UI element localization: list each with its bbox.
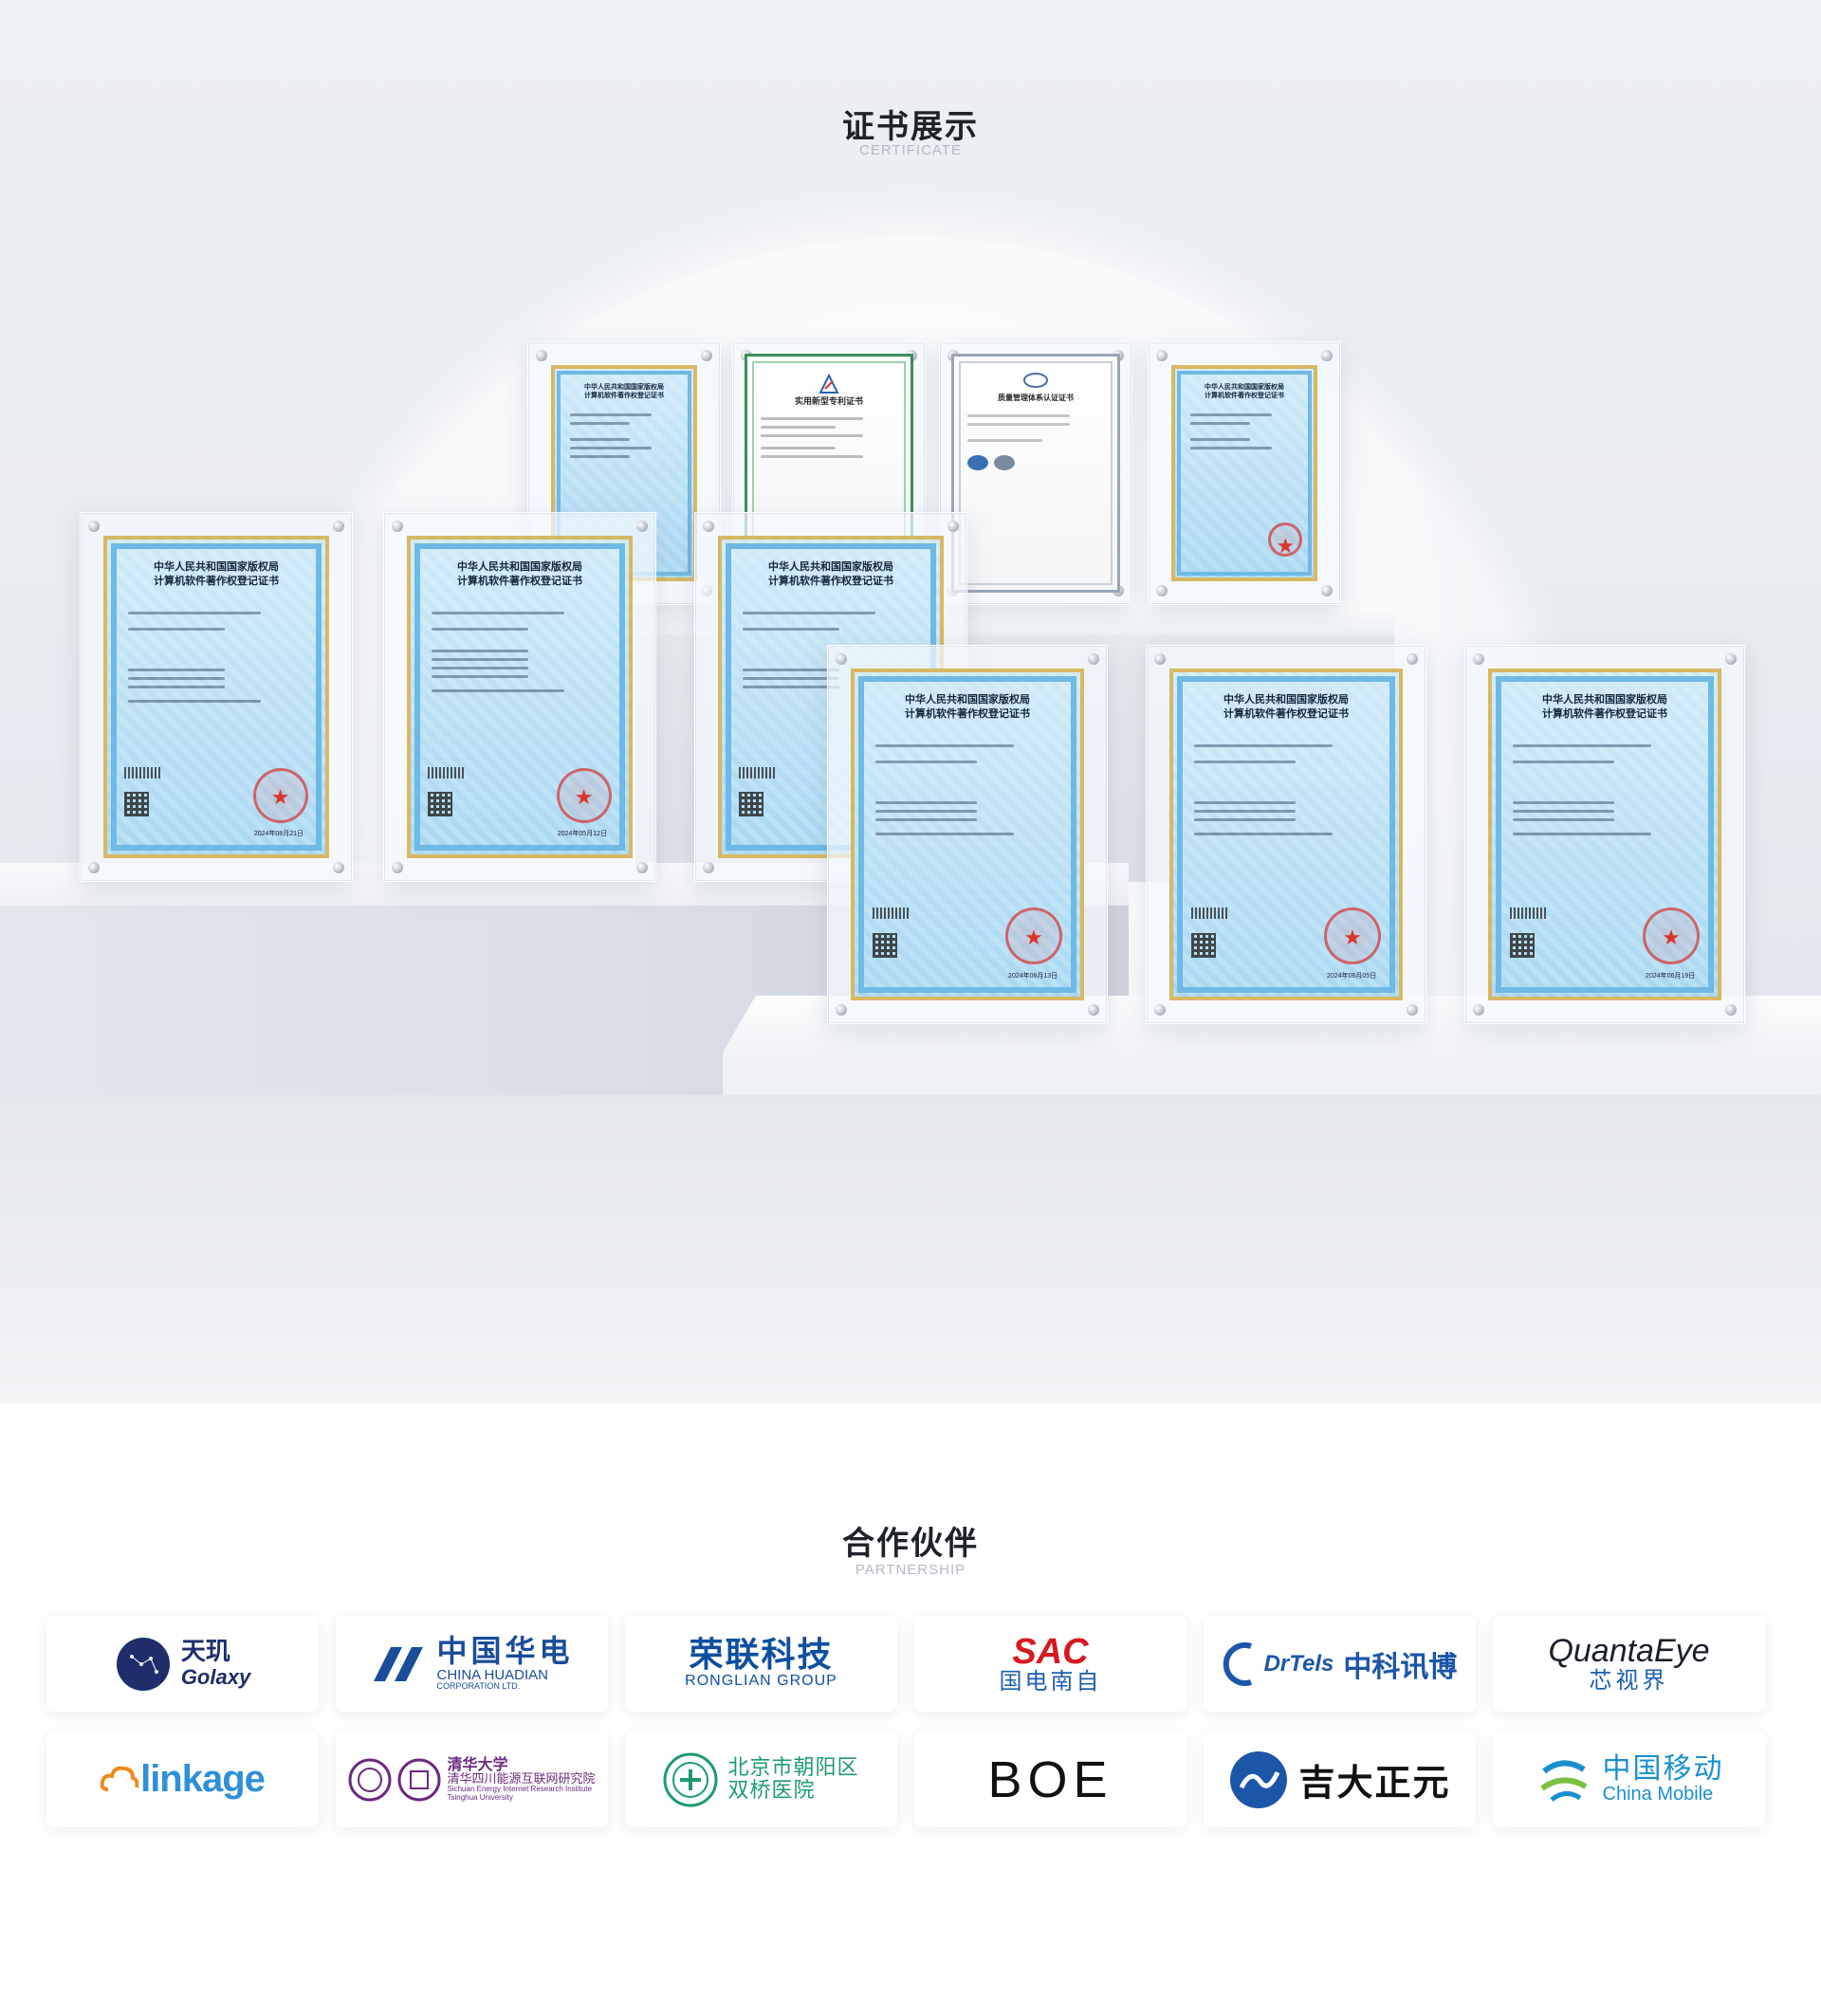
tsinghua-seal-icon [348,1758,392,1801]
cert-title: 实用新型专利证书 [794,397,863,407]
partner-card-linkage[interactable]: linkage [46,1732,319,1827]
cert-date: 2024年08月21日 [253,831,304,838]
certificate-frame-5[interactable]: 中华人民共和国国家版权局 计算机软件著作权登记证书 2024年06月05日 [1146,645,1426,1024]
cnas-badge-icon [994,454,1015,470]
partner-name-en: CHINA HUADIAN [436,1666,549,1683]
partner-card-ronglian[interactable]: 荣联科技 RONGLIAN GROUP [625,1616,897,1712]
partner-card-china-mobile[interactable]: 中国移动 China Mobile [1493,1732,1765,1827]
partner-card-drtels[interactable]: DrTels 中科讯博 [1204,1616,1476,1712]
china-mobile-logo-icon [1539,1760,1588,1802]
partner-card-quantaeye[interactable]: QuantaEye 芯视界 [1493,1616,1765,1712]
partner-name-en: China Mobile [1602,1783,1714,1805]
partner-card-golaxy[interactable]: 天玑 Golaxy [46,1616,319,1712]
partner-card-tsinghua[interactable]: 清华大学 清华四川能源互联网研究院 Sichuan Energy Interne… [336,1732,608,1827]
certificate-frame-1[interactable]: 中华人民共和国国家版权局 计算机软件著作权登记证书 2024年08月21日 [80,512,353,882]
partner-mark: DrTels [1263,1650,1334,1677]
cert-heading: 中华人民共和国国家版权局 [584,382,664,391]
jitec-logo-icon [1230,1750,1288,1808]
cert-heading: 中华人民共和国国家版权局 [1205,382,1284,391]
partner-card-huadian[interactable]: 中国华电 CHINA HUADIAN CORPORATION LTD. [336,1616,608,1712]
cert-title: 计算机软件著作权登记证书 [457,574,582,587]
certificate-frame-2[interactable]: 中华人民共和国国家版权局 计算机软件著作权登记证书 2024年05月12日 [383,512,656,882]
cert-date: 2024年06月19日 [1646,972,1696,980]
partner-name-en2: Tsinghua University [447,1792,513,1802]
partner-name: 中国移动 [1602,1752,1724,1787]
partner-name: 天玑 [180,1638,230,1667]
cert-title: 计算机软件著作权登记证书 [584,391,664,400]
partner-name-2: 双桥医院 [727,1778,816,1803]
partner-name-en: Golaxy [180,1664,251,1689]
partner-mark: linkage [140,1758,266,1800]
certificate-subtitle: CERTIFICATE [859,142,962,158]
cert-heading: 中华人民共和国国家版权局 [905,693,1030,706]
partner-name-en: RONGLIAN GROUP [685,1673,837,1689]
partner-name: 吉大正元 [1298,1762,1451,1804]
certificate-frame-back-4[interactable]: 中华人民共和国国家版权局 计算机软件著作权登记证书 [1148,341,1341,605]
cert-title: 计算机软件著作权登记证书 [768,574,893,587]
partner-name: 芯视界 [1589,1666,1669,1694]
cert-title: 计算机软件著作权登记证书 [1223,706,1349,720]
partner-name: 国电南自 [999,1667,1102,1695]
partner-mark: BOE [987,1750,1113,1808]
partner-name-en: Sichuan Energy Internet Research Institu… [447,1785,593,1794]
cert-title: 计算机软件著作权登记证书 [1542,706,1667,720]
partner-name: 中国华电 [436,1633,574,1670]
partner-mark: SAC [1012,1631,1089,1672]
cert-title: 质量管理体系认证证书 [998,393,1074,402]
certificate-frame-iso[interactable]: 质量管理体系认证证书 [939,341,1132,605]
partner-name: 清华大学 [447,1754,508,1773]
cert-title: 计算机软件著作权登记证书 [154,574,279,587]
iaf-badge-icon [967,454,988,470]
cert-title: 计算机软件著作权登记证书 [1205,391,1284,400]
cert-title: 计算机软件著作权登记证书 [905,706,1030,720]
partner-card-sac[interactable]: SAC 国电南自 [914,1616,1186,1712]
floor [0,1095,1821,1403]
partner-name: 北京市朝阳区 [727,1756,859,1781]
certificate-section: 证书展示 CERTIFICATE 中华人民共和国国家版权局 计算机软件著作权登记… [0,0,1821,1403]
huadian-logo-icon [374,1646,424,1681]
certificate-title: 证书展示 [842,109,979,145]
cert-date: 2024年06月05日 [1327,972,1377,980]
partner-name: 中科讯博 [1343,1650,1458,1684]
partnership-subtitle: PARTNERSHIP [855,1562,966,1578]
partnership-title: 合作伙伴 [842,1526,979,1562]
cert-heading: 中华人民共和国国家版权局 [457,560,582,573]
cert-date: 2024年06月13日 [1008,972,1058,980]
partner-card-shuangqiao-hospital[interactable]: 北京市朝阳区 双桥医院 [625,1732,897,1827]
certificate-frame-4[interactable]: 中华人民共和国国家版权局 计算机软件著作权登记证书 2024年06月13日 [827,645,1108,1024]
certificate-frame-6[interactable]: 中华人民共和国国家版权局 计算机软件著作权登记证书 2024年06月19日 [1464,645,1745,1024]
partner-name-2: 清华四川能源互联网研究院 [447,1771,596,1787]
partner-mark: QuantaEye [1548,1633,1710,1670]
patent-emblem-icon [819,374,839,394]
institute-seal-icon [397,1758,441,1801]
partner-card-jitec[interactable]: 吉大正元 [1204,1732,1476,1827]
golaxy-logo-icon [116,1637,170,1691]
iso-emblem-icon [1023,373,1048,388]
cert-heading: 中华人民共和国国家版权局 [1542,693,1667,706]
drtels-logo-icon [1223,1641,1252,1686]
hospital-logo-icon [663,1752,718,1806]
cert-heading: 中华人民共和国国家版权局 [768,560,893,573]
cert-heading: 中华人民共和国国家版权局 [154,560,279,573]
partner-name: 荣联科技 [689,1636,834,1676]
cert-date: 2024年05月12日 [557,831,607,838]
cloud-logo-icon [101,1766,139,1791]
cert-heading: 中华人民共和国国家版权局 [1223,693,1349,706]
partner-card-boe[interactable]: BOE [914,1732,1186,1827]
partner-name-en2: CORPORATION LTD. [436,1681,521,1692]
